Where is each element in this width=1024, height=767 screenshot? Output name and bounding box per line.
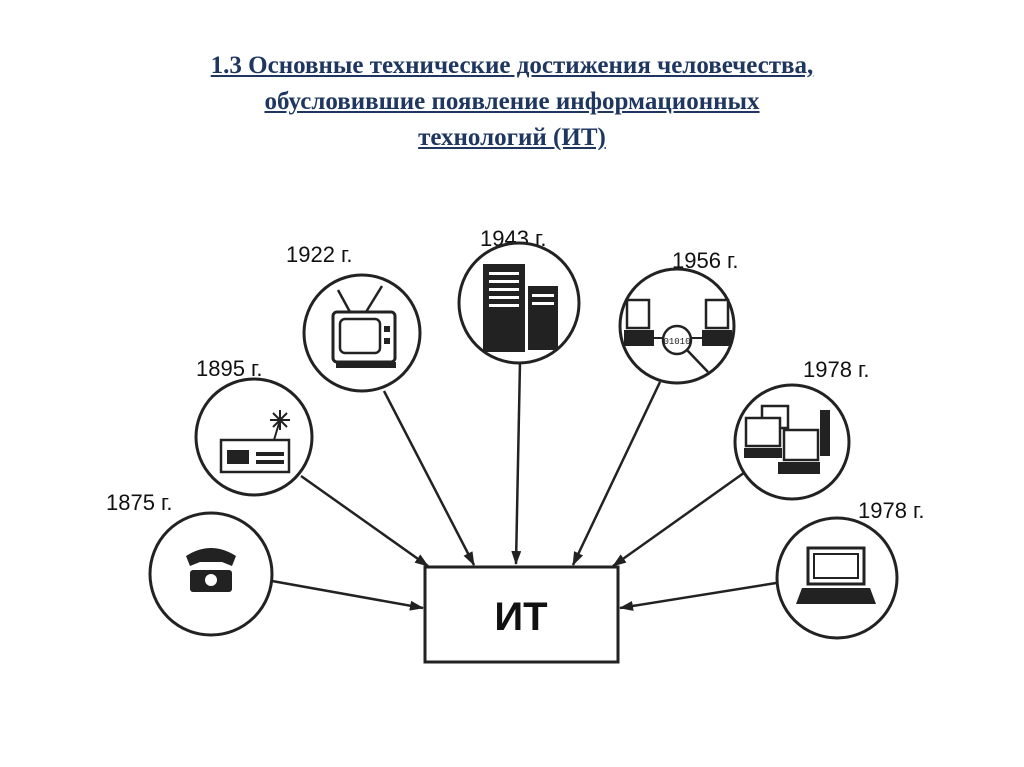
pc-network-icon (744, 404, 830, 474)
node-pc-network: 1978 г. (733, 357, 870, 501)
telephone-icon (186, 548, 236, 592)
arrow-pc-network (612, 468, 749, 568)
it-label: ИТ (494, 595, 547, 639)
node-laptop: 1978 г. (775, 498, 925, 640)
svg-text:01010: 01010 (663, 337, 690, 347)
television-icon (331, 285, 397, 368)
radio-icon (219, 410, 291, 474)
arrow-laptop (619, 581, 777, 611)
computer-icon (483, 264, 558, 352)
node-television: 1922 г. (286, 242, 422, 393)
year-label: 1978 г. (858, 498, 925, 523)
year-label: 1978 г. (803, 357, 870, 382)
arrow-network (571, 381, 662, 566)
title-line-2: обусловившие появление информационных (264, 88, 760, 115)
arrow-television (382, 390, 476, 566)
arrow-computer (511, 361, 522, 565)
page-title: 1.3 Основные технические достижения чело… (40, 48, 984, 156)
node-network: 1956 г. 01010 (618, 248, 739, 385)
network-icon: 01010 (624, 298, 732, 373)
year-label: 1875 г. (106, 490, 173, 515)
it-box: ИТ (423, 565, 620, 664)
arrow-radio (300, 474, 429, 568)
arrows (271, 361, 777, 611)
title-line-1: 1.3 Основные технические достижения чело… (210, 52, 814, 79)
arrow-telephone (271, 579, 424, 611)
node-telephone: 1875 г. (106, 490, 274, 637)
node-computer: 1943 г. (457, 226, 581, 365)
year-label: 1922 г. (286, 242, 353, 267)
title-line-3: технологий (ИТ) (418, 124, 606, 151)
year-label: 1895 г. (196, 356, 263, 381)
laptop-icon (796, 546, 876, 604)
node-radio: 1895 г. (194, 356, 314, 497)
